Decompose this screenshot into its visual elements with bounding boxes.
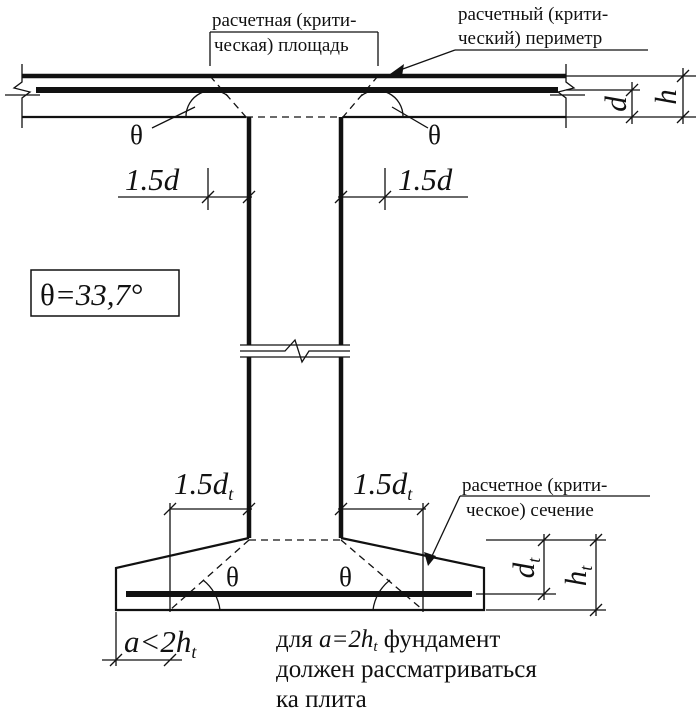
theta-label-right: θ — [428, 120, 441, 150]
slab-theta-labels: θ θ — [130, 106, 441, 150]
theta-equation-text: θ=33,7° — [40, 277, 142, 312]
offset-dimension-bottom: 1.5dt 1.5dt — [163, 466, 430, 612]
critical-perimeter-callout: расчетный (крити- ческий) периметр — [390, 4, 648, 76]
d-label: d — [598, 96, 633, 112]
slab-thickness-dimensions: d h — [566, 68, 696, 124]
critical-area-callout: расчетная (крити- ческая) площадь — [209, 10, 379, 66]
theta-label-footing-right: θ — [339, 562, 352, 592]
critical-perimeter-label-line1: расчетный (крити- — [458, 4, 608, 25]
offset-label-bottom-right: 1.5dt — [353, 466, 413, 504]
theta-equation-box — [30, 269, 180, 317]
perimeter-arrow-icon — [390, 64, 404, 76]
theta-label-footing-left: θ — [226, 562, 239, 592]
critical-area-label-line2: ческая) площадь — [214, 35, 349, 56]
offset-label-top-right: 1.5d — [398, 162, 453, 197]
section-arrow-icon — [424, 552, 436, 566]
footing-note: для a=2ht фундамент должен рассматривать… — [276, 626, 537, 713]
theta-equation: θ=33,7° — [30, 269, 180, 317]
column — [240, 117, 350, 538]
critical-area-label-line1: расчетная (крити- — [212, 10, 356, 31]
note-line3: ка плита — [276, 686, 367, 713]
note-line2: должен рассматриваться — [276, 656, 537, 683]
note-line1: для a=2ht фундамент — [276, 626, 500, 655]
offset-label-bottom-left: 1.5dt — [174, 466, 234, 504]
dt-label: dt — [506, 557, 544, 579]
offset-dimension-top: 1.5d 1.5d — [118, 162, 468, 210]
footing-projection-dimension: a<2ht — [102, 612, 197, 667]
critical-section-callout: расчетное (крити- ческое) сечение — [424, 475, 650, 566]
slab-punching-cone — [185, 75, 404, 118]
footing-thickness-dimensions: dt ht — [476, 533, 606, 617]
critical-perimeter-label-line2: ческий) периметр — [458, 28, 602, 49]
h-label: h — [648, 89, 683, 105]
theta-label-left: θ — [130, 120, 143, 150]
critical-section-label-line2: ческое) сечение — [466, 500, 594, 521]
critical-section-label-line1: расчетное (крити- — [462, 475, 607, 496]
footing: θ θ — [114, 536, 486, 612]
ht-label: ht — [558, 565, 596, 587]
top-slab — [5, 64, 585, 128]
projection-label: a<2ht — [124, 624, 197, 662]
offset-label-top-left: 1.5d — [125, 162, 180, 197]
